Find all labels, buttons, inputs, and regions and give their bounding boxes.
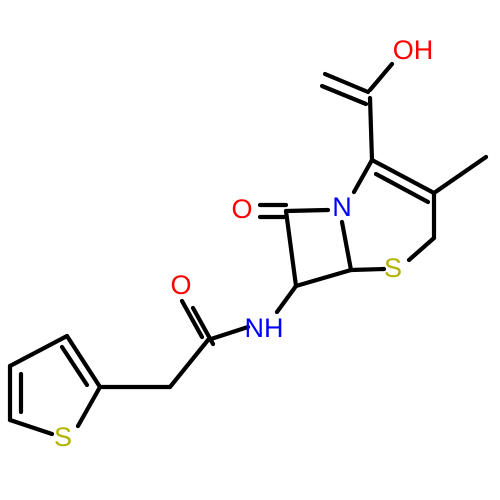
- atom-label-nh: NH: [245, 313, 284, 343]
- bond-thio-c3-c4: [7, 333, 70, 369]
- bond-nh-c-amide: [205, 324, 251, 343]
- atom-label-s: S: [384, 253, 402, 283]
- bond-n-c6: [339, 219, 354, 273]
- atom-label-n: N: [332, 192, 352, 222]
- bond-cooh-carbonyl-b: [319, 83, 369, 107]
- bond-thio-c2-c3-b: [59, 344, 90, 388]
- atom-label-s: S: [54, 422, 72, 452]
- bond-c3-methyl: [431, 154, 489, 196]
- bond-amide-ch2: [167, 337, 211, 390]
- bond-amide-o-a: [190, 305, 216, 347]
- bond-amide-o-b: [179, 298, 205, 340]
- atom-label-o: O: [170, 270, 191, 300]
- atom-labels: OH O O N NH S S: [54, 35, 433, 452]
- bond-c2-n: [351, 157, 375, 195]
- bond-thio-s-c2: [75, 384, 103, 429]
- bonds: [7, 61, 489, 437]
- bond-c8-c7: [283, 208, 299, 289]
- bond-thio-c2-c3-a: [64, 333, 103, 390]
- bond-s-c6: [348, 266, 387, 273]
- bond-cooh-carbonyl-a: [322, 71, 371, 95]
- bond-c7-c6: [293, 267, 354, 289]
- bond-n-c8: [283, 207, 331, 214]
- bond-c4-s: [406, 235, 437, 263]
- bond-cooh-c2: [367, 95, 375, 163]
- bond-cooh-oh: [367, 61, 395, 93]
- bond-thio-c5-s: [7, 417, 55, 437]
- bond-c2-c3-a: [369, 157, 437, 196]
- bond-c2-c3-b: [373, 171, 431, 205]
- atom-label-oh: OH: [393, 35, 434, 65]
- bond-c7-nh: [274, 283, 299, 315]
- atom-label-o: O: [231, 194, 252, 224]
